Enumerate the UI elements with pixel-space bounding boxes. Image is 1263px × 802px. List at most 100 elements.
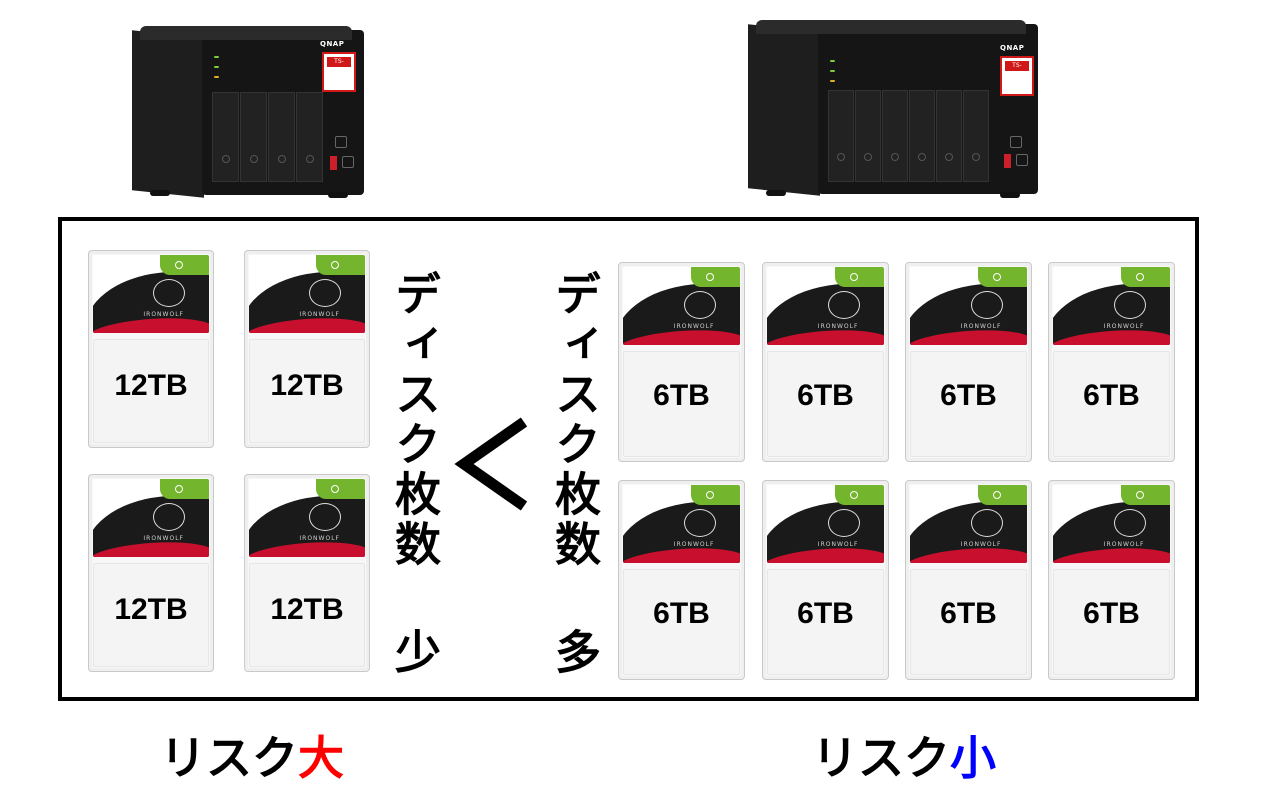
wolf-logo-icon xyxy=(683,291,716,319)
drive-bay xyxy=(963,90,989,182)
hard-drive-icon: IRONWOLF 12TB xyxy=(244,250,370,448)
hdd-body xyxy=(910,351,1027,457)
hdd-label-art: IRONWOLF xyxy=(249,255,365,333)
caption-left-emphasis: 大 xyxy=(298,731,344,785)
copy-button-icon xyxy=(1016,154,1028,166)
nas-right: QNAP TS-x73A xyxy=(748,20,1038,204)
hdd-label-art: IRONWOLF xyxy=(93,479,209,557)
hard-drive-icon: IRONWOLF 6TB xyxy=(1048,262,1175,462)
wolf-logo-icon xyxy=(970,291,1003,319)
hdd-brand-band xyxy=(834,267,884,287)
caption-left-prefix: リスク xyxy=(160,731,298,785)
caption-left: リスク大 xyxy=(160,722,344,788)
hdd-label-art: IRONWOLF xyxy=(767,267,884,345)
hdd-capacity: 6TB xyxy=(653,379,710,412)
nas-left-model: TS-x73A xyxy=(327,57,351,75)
hard-drive-icon: IRONWOLF 6TB xyxy=(618,262,745,462)
wolf-logo-icon xyxy=(827,291,860,319)
hdd-brand-band xyxy=(977,267,1027,287)
hdd-capacity: 6TB xyxy=(940,597,997,630)
left-vertical-label: ディスク枚数 少 xyxy=(388,270,442,678)
nas-right-top xyxy=(756,20,1026,34)
hdd-brand-band xyxy=(316,255,365,275)
copy-button-icon xyxy=(342,156,354,168)
hdd-brand-band xyxy=(690,267,740,287)
hdd-capacity: 6TB xyxy=(653,597,710,630)
usb-port-icon xyxy=(1004,154,1011,168)
hdd-brand-band xyxy=(1120,485,1170,505)
wolf-logo-icon xyxy=(153,503,186,531)
hdd-label-art: IRONWOLF xyxy=(93,255,209,333)
hdd-capacity: 6TB xyxy=(797,379,854,412)
usb-port-icon xyxy=(330,156,337,170)
drive-bay xyxy=(828,90,854,182)
wolf-logo-icon xyxy=(153,279,186,307)
hdd-label-art: IRONWOLF xyxy=(767,485,884,563)
nas-foot xyxy=(328,192,348,198)
wolf-logo-icon xyxy=(309,503,342,531)
nas-right-sticker: TS-x73A xyxy=(1000,56,1034,96)
nas-left-logo: QNAP xyxy=(320,40,345,48)
hard-drive-icon: IRONWOLF 6TB xyxy=(762,262,889,462)
hdd-capacity: 12TB xyxy=(270,369,344,402)
hard-drive-icon: IRONWOLF 12TB xyxy=(88,474,214,672)
wolf-logo-icon xyxy=(309,279,342,307)
hdd-brand-band xyxy=(690,485,740,505)
nas-left-sticker: TS-x73A xyxy=(322,52,356,92)
hard-drive-icon: IRONWOLF 12TB xyxy=(88,250,214,448)
hdd-body xyxy=(623,351,740,457)
wolf-logo-icon xyxy=(1113,291,1146,319)
hdd-capacity: 6TB xyxy=(797,597,854,630)
power-button-icon xyxy=(335,136,347,148)
nas-foot xyxy=(766,190,786,196)
drive-bay xyxy=(936,90,962,182)
nas-left: QNAP TS-x73A xyxy=(132,26,364,205)
hdd-capacity: 12TB xyxy=(114,593,188,626)
hdd-label-art: IRONWOLF xyxy=(623,485,740,563)
hdd-label-art: IRONWOLF xyxy=(1053,267,1170,345)
hdd-body xyxy=(249,563,365,667)
nas-left-top xyxy=(140,26,352,40)
hdd-label-art: IRONWOLF xyxy=(910,267,1027,345)
hard-drive-icon: IRONWOLF 6TB xyxy=(1048,480,1175,680)
hard-drive-icon: IRONWOLF 6TB xyxy=(762,480,889,680)
wolf-logo-icon xyxy=(827,509,860,537)
hdd-body xyxy=(249,339,365,443)
power-button-icon xyxy=(1010,136,1022,148)
hdd-label-art: IRONWOLF xyxy=(623,267,740,345)
drive-bay xyxy=(212,92,239,182)
caption-right: リスク小 xyxy=(812,722,996,788)
caption-right-prefix: リスク xyxy=(812,731,950,785)
hdd-body xyxy=(767,569,884,675)
caption-right-emphasis: 小 xyxy=(950,731,996,785)
right-vertical-label: ディスク枚数 多 xyxy=(548,270,602,678)
nas-left-side xyxy=(132,30,204,198)
wolf-logo-icon xyxy=(970,509,1003,537)
hdd-body xyxy=(1053,351,1170,457)
wolf-logo-icon xyxy=(1113,509,1146,537)
nas-right-model: TS-x73A xyxy=(1005,61,1029,79)
hdd-brand-band xyxy=(160,479,209,499)
hdd-capacity: 6TB xyxy=(1083,379,1140,412)
hdd-capacity: 12TB xyxy=(270,593,344,626)
nas-right-side xyxy=(748,24,820,196)
hdd-label-art: IRONWOLF xyxy=(1053,485,1170,563)
nas-foot xyxy=(150,190,170,196)
drive-bay xyxy=(240,92,267,182)
drive-bay xyxy=(296,92,323,182)
hdd-capacity: 6TB xyxy=(1083,597,1140,630)
hdd-body xyxy=(910,569,1027,675)
hdd-body xyxy=(93,563,209,667)
nas-foot xyxy=(1000,192,1020,198)
drive-bay xyxy=(909,90,935,182)
hdd-brand-band xyxy=(160,255,209,275)
wolf-logo-icon xyxy=(683,509,716,537)
nas-right-logo: QNAP xyxy=(1000,44,1025,52)
hdd-brand-band xyxy=(316,479,365,499)
hdd-capacity: 12TB xyxy=(114,369,188,402)
hdd-brand-band xyxy=(834,485,884,505)
less-than-icon xyxy=(454,417,528,511)
